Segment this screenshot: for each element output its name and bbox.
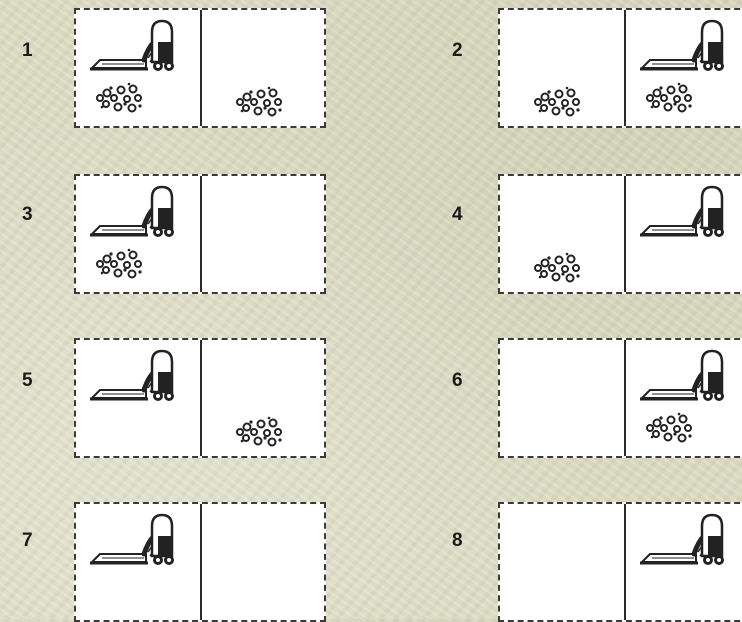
square-left <box>500 10 624 126</box>
vacuum-cleaner-icon <box>88 348 178 404</box>
dirt-icon <box>532 250 582 284</box>
state-number: 4 <box>452 204 463 226</box>
square-right <box>626 504 742 620</box>
world-grid <box>74 338 326 458</box>
world-grid <box>498 338 742 458</box>
vacuum-cleaner-icon <box>638 18 728 74</box>
state-1: 1 <box>0 0 360 150</box>
square-right <box>202 340 326 456</box>
world-grid <box>498 174 742 294</box>
state-number: 6 <box>452 370 463 392</box>
vacuum-cleaner-icon <box>638 512 728 568</box>
dirt-icon <box>234 414 284 448</box>
dirt-icon <box>644 410 694 444</box>
state-number: 3 <box>22 204 33 226</box>
square-right <box>626 10 742 126</box>
square-left <box>500 504 624 620</box>
state-6: 6 <box>420 320 742 470</box>
square-right <box>626 340 742 456</box>
square-right <box>202 10 326 126</box>
dirt-icon <box>532 84 582 118</box>
square-left <box>500 176 624 292</box>
vacuum-cleaner-icon <box>638 348 728 404</box>
world-grid <box>74 8 326 128</box>
state-7: 7 <box>0 480 360 619</box>
state-number: 2 <box>452 40 463 62</box>
state-5: 5 <box>0 320 360 470</box>
square-right <box>202 176 326 292</box>
state-number: 8 <box>452 530 463 552</box>
square-left <box>76 10 200 126</box>
square-right <box>626 176 742 292</box>
state-2: 2 <box>420 0 742 150</box>
square-right <box>202 504 326 620</box>
vacuum-cleaner-icon <box>88 18 178 74</box>
dirt-icon <box>94 80 144 114</box>
state-number: 1 <box>22 40 33 62</box>
state-number: 5 <box>22 370 33 392</box>
state-4: 4 <box>420 160 742 310</box>
state-number: 7 <box>22 530 33 552</box>
square-left <box>76 176 200 292</box>
vacuum-cleaner-icon <box>638 184 728 240</box>
world-grid <box>74 174 326 294</box>
dirt-icon <box>94 246 144 280</box>
world-grid <box>498 8 742 128</box>
vacuum-cleaner-icon <box>88 184 178 240</box>
world-grid <box>74 502 326 622</box>
dirt-icon <box>234 84 284 118</box>
dirt-icon <box>644 80 694 114</box>
square-left <box>76 340 200 456</box>
square-left <box>76 504 200 620</box>
state-8: 8 <box>420 480 742 619</box>
square-left <box>500 340 624 456</box>
world-grid <box>498 502 742 622</box>
vacuum-cleaner-icon <box>88 512 178 568</box>
state-3: 3 <box>0 160 360 310</box>
